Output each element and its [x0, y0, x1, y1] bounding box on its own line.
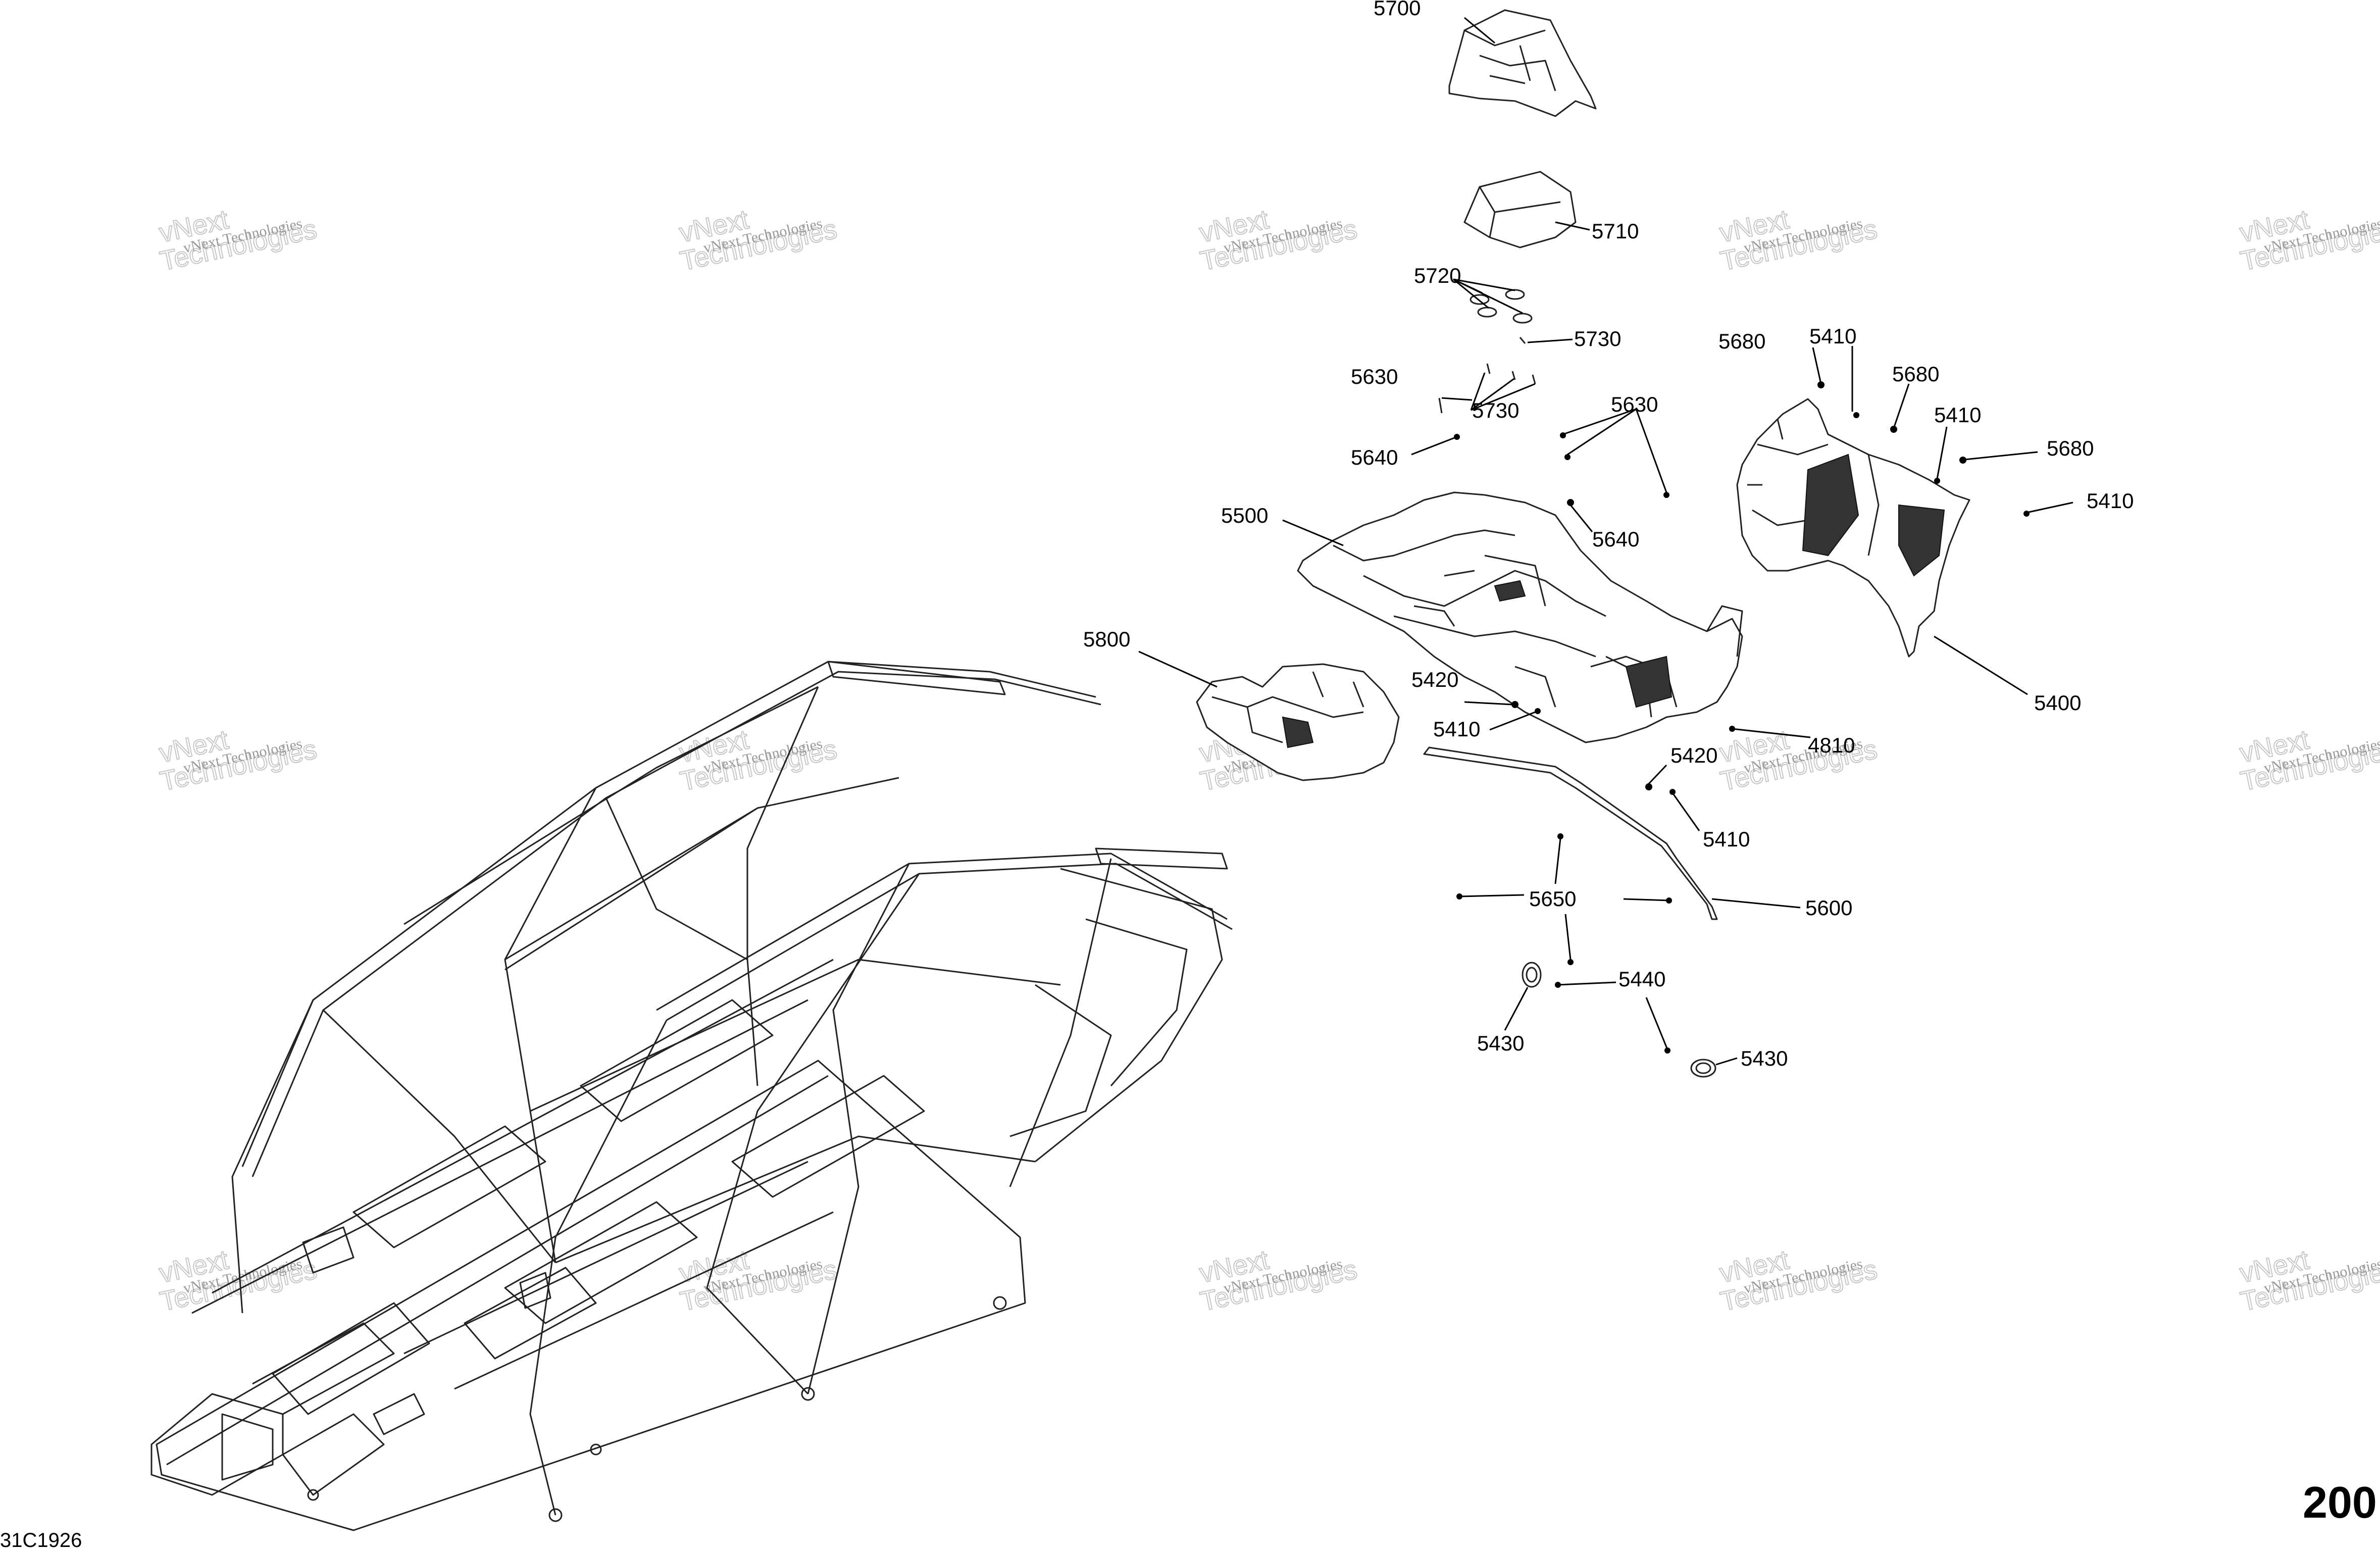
leader-lines: [1138, 17, 2073, 1066]
callout-5650: 5650: [1529, 887, 1576, 911]
part-5500-floor-panel: [1297, 491, 1743, 743]
callout-5710: 5710: [1592, 219, 1639, 243]
callout-5640: 5640: [1351, 445, 1398, 469]
callout-5500: 5500: [1221, 504, 1268, 527]
callout-5680: 5680: [1892, 362, 1939, 386]
callout-5680: 5680: [1718, 329, 1765, 353]
callout-4810: 4810: [1808, 733, 1855, 757]
callout-5410: 5410: [1934, 403, 1981, 427]
callout-5400: 5400: [2034, 691, 2081, 715]
callout-5730: 5730: [1472, 398, 1519, 422]
callout-5600: 5600: [1805, 896, 1852, 920]
callout-5410: 5410: [1433, 717, 1480, 741]
callout-5420: 5420: [1411, 668, 1458, 691]
callout-5410: 5410: [1703, 827, 1750, 851]
callout-5420: 5420: [1670, 743, 1717, 767]
callout-5640: 5640: [1592, 527, 1639, 551]
page-number: 200: [2303, 1477, 2377, 1527]
callout-5800: 5800: [1083, 627, 1130, 651]
figure-id-code: 31C1926: [0, 1529, 82, 1551]
callout-5630: 5630: [1351, 365, 1398, 388]
callout-5630: 5630: [1611, 392, 1658, 416]
callout-5680: 5680: [2047, 436, 2094, 460]
callout-5410: 5410: [1809, 324, 1856, 348]
part-5800-front-storage: [1196, 663, 1400, 781]
callout-5430: 5430: [1477, 1031, 1524, 1055]
callout-5700: 5700: [1374, 0, 1421, 20]
part-5730-screws: [1438, 337, 1536, 414]
callout-5430: 5430: [1741, 1046, 1788, 1070]
callout-5720: 5720: [1414, 264, 1461, 287]
fasteners: [1454, 381, 2030, 1054]
vehicle-frame-illustration: [150, 661, 1233, 1531]
part-5400-rear-panel: [1736, 398, 1970, 658]
callout-labels: 5700 5710 5720 5730 5730 5630 5630 5640 …: [1083, 0, 2134, 1070]
callout-5410: 5410: [2087, 489, 2134, 513]
part-5600-support-bar: [1423, 746, 1718, 920]
part-5710-console-bracket: [1463, 171, 1577, 248]
part-5430-caps: [1522, 962, 1716, 1078]
callout-5730: 5730: [1574, 327, 1621, 351]
callout-5440: 5440: [1618, 967, 1665, 991]
part-5700-console-cover: [1448, 9, 1597, 117]
